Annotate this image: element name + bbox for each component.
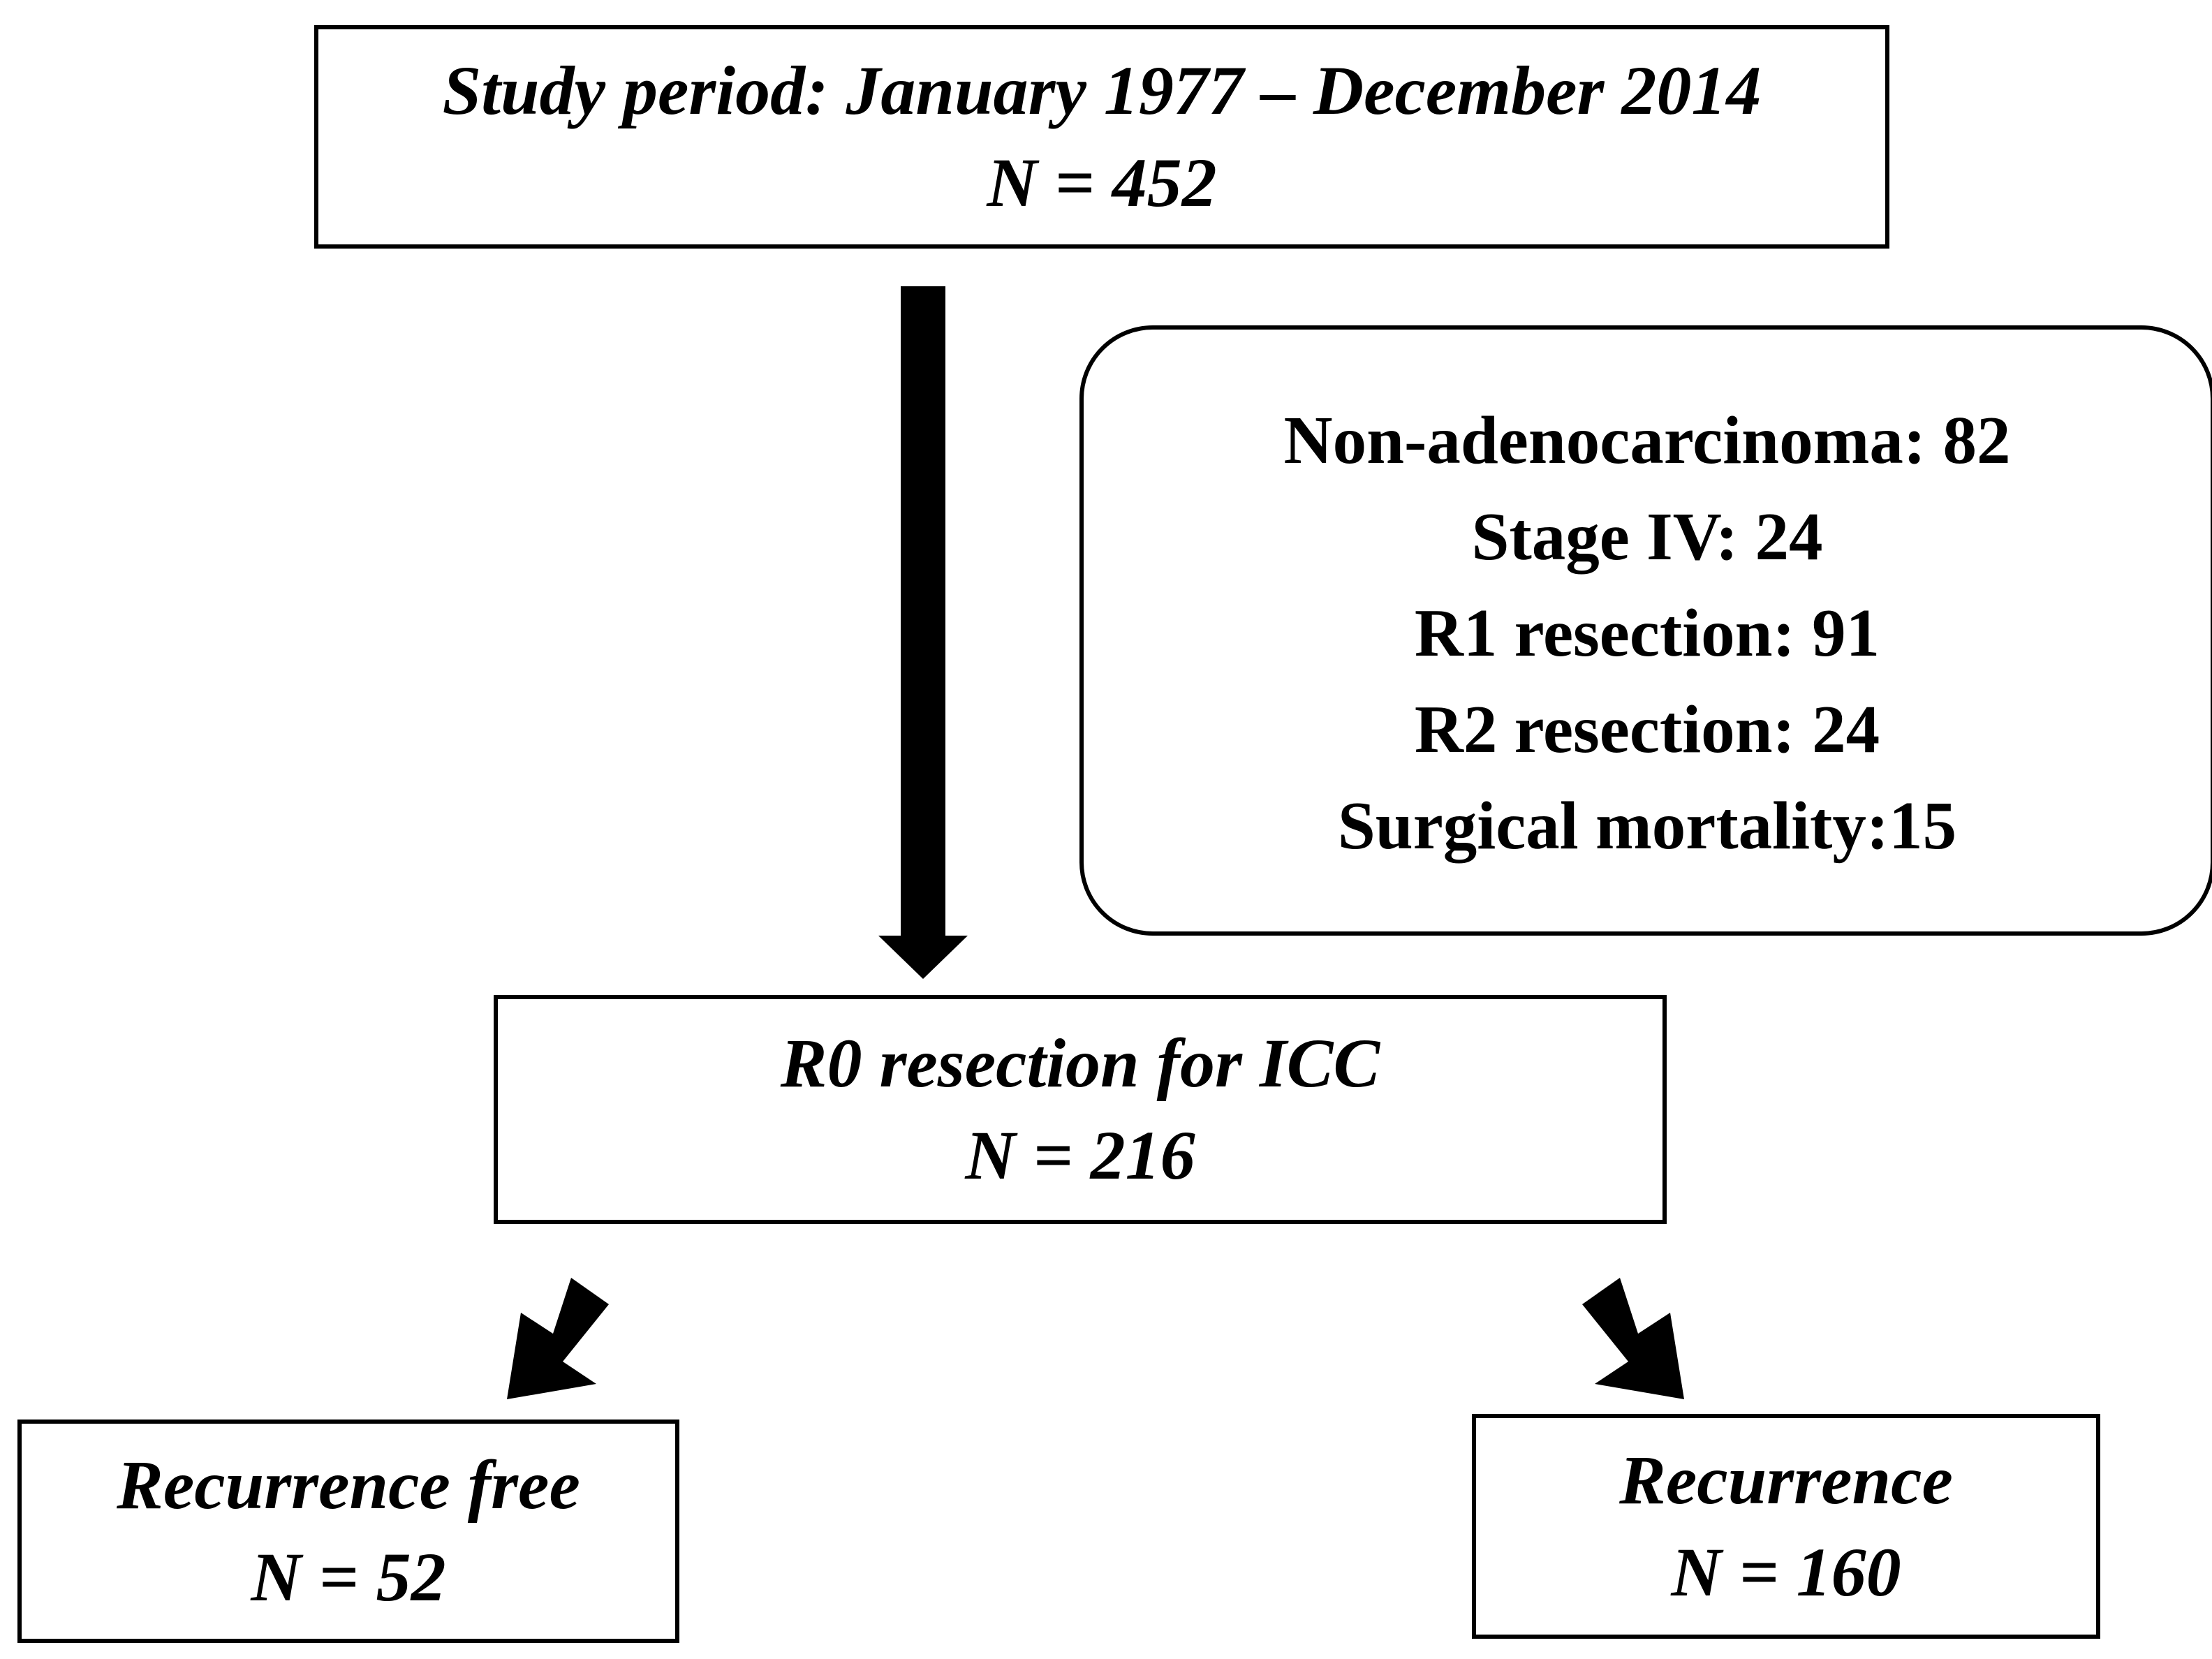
exclusion-item: R2 resection: 24: [1414, 692, 1880, 767]
study-period-text: Study period: January 1977 – December 20…: [442, 52, 1762, 129]
left-branch-arrow: [507, 1278, 609, 1399]
recurrence-free-box: Recurrence free N = 52: [17, 1420, 679, 1643]
main-down-arrow: [878, 286, 968, 979]
exclusion-box: Non-adenocarcinoma: 82 Stage IV: 24 R1 r…: [1079, 325, 2212, 936]
study-period-count: N = 452: [987, 144, 1217, 221]
recurrence-box: Recurrence N = 160: [1472, 1414, 2100, 1639]
r0-resection-count: N = 216: [965, 1116, 1195, 1194]
exclusion-item: Stage IV: 24: [1471, 499, 1823, 574]
recurrence-free-label: Recurrence free: [117, 1446, 580, 1524]
exclusion-item: Non-adenocarcinoma: 82: [1283, 403, 2011, 478]
recurrence-free-count: N = 52: [251, 1538, 446, 1616]
right-branch-arrow: [1582, 1278, 1684, 1399]
recurrence-count: N = 160: [1671, 1533, 1901, 1611]
recurrence-label: Recurrence: [1619, 1441, 1953, 1519]
exclusion-item: Surgical mortality:15: [1337, 788, 1957, 863]
exclusion-item: R1 resection: 91: [1414, 596, 1880, 670]
r0-resection-box: R0 resection for ICC N = 216: [494, 995, 1667, 1224]
r0-resection-label: R0 resection for ICC: [780, 1024, 1380, 1102]
study-period-box: Study period: January 1977 – December 20…: [314, 25, 1889, 249]
